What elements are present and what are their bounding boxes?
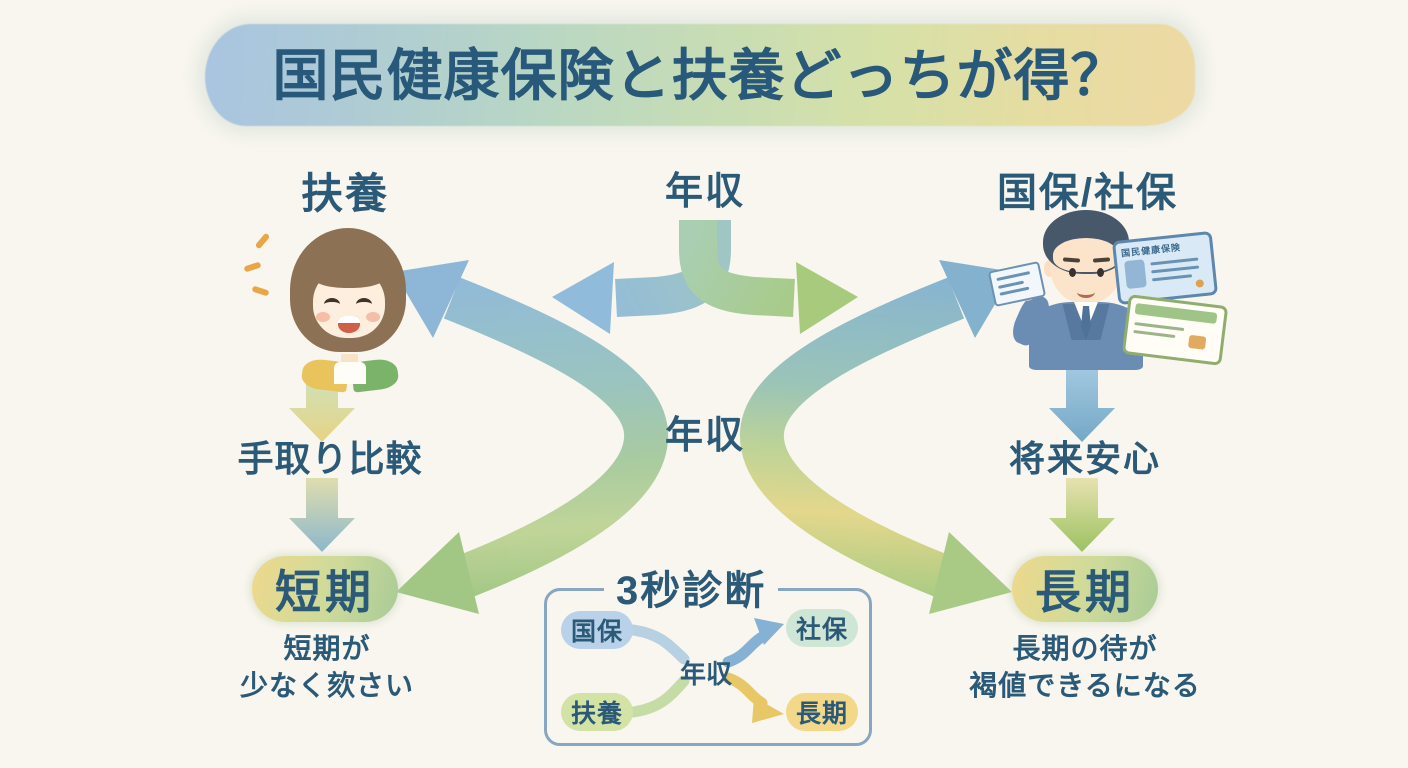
down-arrow-icon [1049, 368, 1115, 442]
man-tie [1081, 306, 1091, 340]
woman-shirt [334, 362, 366, 384]
title-banner [205, 24, 1195, 126]
diagnosis-connectors-icon [627, 618, 784, 723]
insurance-id-card-icon: 国民健康保険 [1111, 230, 1219, 306]
label-nenshu-top: 年収 [664, 171, 745, 213]
label-fuyo: 扶養 [260, 160, 430, 221]
result-pill-tanki: 短期 [252, 556, 398, 622]
diagnosis-title: 3秒診断 [604, 558, 779, 616]
diagnosis-node-kokuho: 国保 [561, 611, 633, 649]
green-insurance-card-icon [1121, 294, 1229, 366]
diagnosis-node-choki: 長期 [786, 693, 858, 731]
down-arrow-icon [289, 368, 355, 442]
label-kokuho-shaho: 国保/社保 [996, 171, 1179, 215]
note-choki-line1: 長期の待が [1012, 633, 1158, 664]
man-eye [1069, 268, 1076, 277]
card-stripe [1134, 303, 1218, 324]
woman-smile [338, 316, 360, 333]
note-tanki: 短期が 少なく欬さい [222, 630, 432, 704]
note-tanki-line1: 短期が [283, 633, 371, 664]
woman-eye [356, 298, 372, 311]
man-smile [1077, 286, 1095, 298]
woman-bangs [308, 248, 390, 288]
sparkle-icon [254, 232, 271, 250]
man-eye [1097, 268, 1104, 277]
page-title: 国民健康保険と扶養どっちが得？ [272, 44, 1128, 107]
diagnosis-node-nenshu: 年収 [680, 659, 733, 689]
result-pill-choki: 長期 [1012, 556, 1158, 622]
card-seal-icon [1195, 279, 1205, 288]
step-shorai-anshin: 将来安心 [1008, 438, 1161, 479]
woman-teeth [338, 316, 360, 323]
woman-illustration [243, 222, 410, 393]
note-choki-line2: 褐値できるになる [969, 670, 1201, 701]
income-split-arrow-icon [552, 220, 858, 334]
label-fuyo-text: 扶養 [300, 170, 389, 217]
note-tanki-line2: 少なく欬さい [239, 670, 414, 701]
diagnosis-node-fuyo: 扶養 [561, 693, 633, 731]
step-tetori-hikaku: 手取り比較 [237, 438, 423, 479]
man-forehead [1053, 238, 1119, 272]
woman-blush [316, 312, 330, 322]
sparkle-icon [251, 285, 270, 297]
down-arrow-icon [289, 478, 355, 552]
diagnosis-node-shaho: 社保 [786, 609, 858, 647]
card-chip-icon [1187, 334, 1207, 350]
label-nenshu-center: 年収 [664, 415, 745, 457]
card-photo-icon [1124, 259, 1147, 290]
down-arrow-icon [1049, 478, 1115, 552]
man-illustration: 国民健康保険 [987, 210, 1235, 370]
woman-eye [324, 298, 340, 311]
left-ribbon-arrow-icon [394, 260, 668, 614]
man-ear [1044, 260, 1055, 277]
note-choki: 長期の待が 褐値できるになる [965, 630, 1205, 704]
woman-blush [366, 312, 380, 322]
insurance-card-label: 国民健康保険 [1120, 242, 1182, 259]
